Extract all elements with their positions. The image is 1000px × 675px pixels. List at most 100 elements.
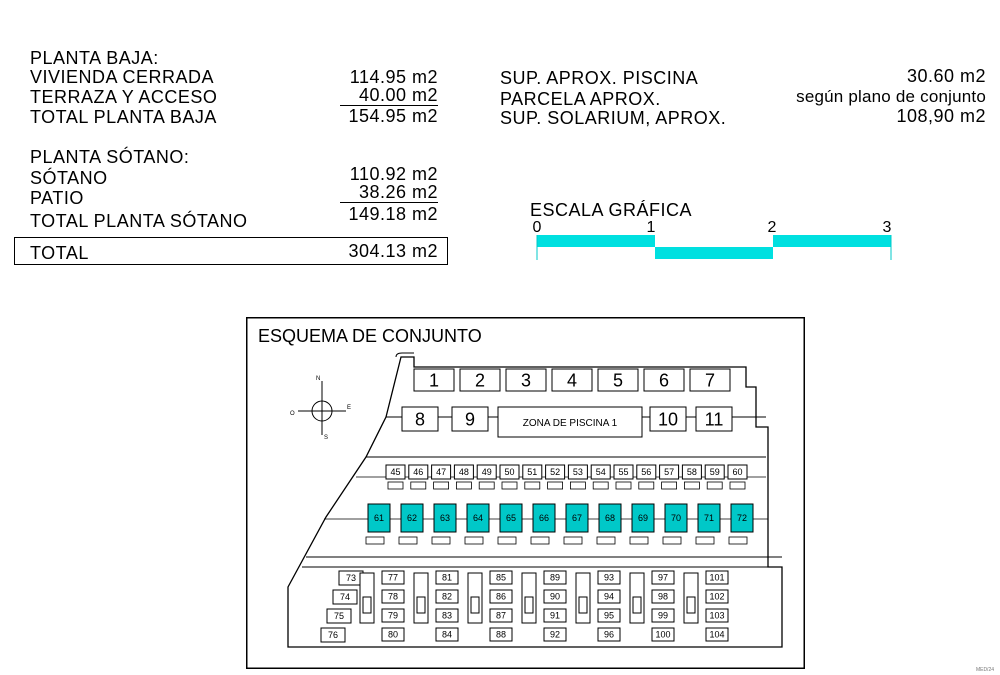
- lot-65: [499, 503, 523, 533]
- lot-49: [476, 464, 497, 480]
- lot-67: [565, 503, 589, 533]
- lot-45-annex: [387, 481, 404, 490]
- lot-58-num: 58: [687, 467, 697, 477]
- lot-96-num: 96: [604, 630, 614, 640]
- lot-92: [543, 627, 567, 642]
- lot-61-num: 61: [374, 513, 384, 523]
- lot-56: [636, 464, 657, 480]
- lot-94-num: 94: [604, 592, 614, 602]
- lot-87: [489, 608, 513, 623]
- scale-tick-3: 3: [883, 219, 892, 236]
- lot-72-num: 72: [737, 513, 747, 523]
- lot-71: [697, 503, 721, 533]
- lot-60: [727, 464, 748, 480]
- lot-6: [643, 368, 685, 392]
- site-entrance-curve: [395, 352, 414, 358]
- lot-81: [435, 570, 459, 585]
- lot-97: [651, 570, 675, 585]
- scale-segment-1: [537, 235, 655, 247]
- lot-84-num: 84: [442, 630, 452, 640]
- lot-1-num: 1: [429, 370, 439, 390]
- lot-80-num: 80: [388, 630, 398, 640]
- lot-57-annex: [661, 481, 678, 490]
- lot-48: [453, 464, 474, 480]
- lot-63: [433, 503, 457, 533]
- lot-62-num: 62: [407, 513, 417, 523]
- lot-46-annex: [410, 481, 427, 490]
- lot-56-num: 56: [641, 467, 651, 477]
- lot-45: [385, 464, 406, 480]
- lot-67-annex: [563, 536, 583, 545]
- lot-70-num: 70: [671, 513, 681, 523]
- lot-80: [381, 627, 405, 642]
- lot-46-num: 46: [413, 467, 423, 477]
- total-planta-sotano-label: TOTAL PLANTA SÓTANO: [30, 211, 248, 231]
- lot-72-annex: [728, 536, 748, 545]
- lot-55-annex: [615, 481, 632, 490]
- lot-69-annex: [629, 536, 649, 545]
- lot-98-num: 98: [658, 592, 668, 602]
- lot-81-num: 81: [442, 573, 452, 583]
- lot-75: [326, 608, 352, 624]
- lot-55-num: 55: [618, 467, 628, 477]
- lot-54-num: 54: [596, 467, 606, 477]
- lot-67-num: 67: [572, 513, 582, 523]
- lot-71-num: 71: [704, 513, 714, 523]
- lot-90-num: 90: [550, 592, 560, 602]
- garage-door-3: [524, 596, 534, 614]
- compass-icon: N E S O: [290, 376, 351, 441]
- scale-tick-1: 1: [647, 219, 656, 236]
- lot-100: [651, 627, 675, 642]
- total-planta-baja-label: TOTAL PLANTA BAJA: [30, 107, 217, 127]
- parcela-label: PARCELA APROX.: [500, 89, 661, 109]
- lot-102-num: 102: [709, 592, 724, 602]
- lot-3: [505, 368, 547, 392]
- lot-10-num: 10: [658, 409, 678, 429]
- lot-1: [413, 368, 455, 392]
- vivienda-cerrada-label: VIVIENDA CERRADA: [30, 67, 215, 87]
- lot-95: [597, 608, 621, 623]
- lot-61: [367, 503, 391, 533]
- total-box: [14, 237, 448, 265]
- garage-door-5: [632, 596, 642, 614]
- lot-97-num: 97: [658, 573, 668, 583]
- footnote: MED/24: [975, 667, 994, 673]
- sotano-label: SÓTANO: [30, 168, 108, 188]
- lot-53: [567, 464, 588, 480]
- lot-82: [435, 589, 459, 604]
- lot-50: [499, 464, 520, 480]
- lot-88-num: 88: [496, 630, 506, 640]
- lot-59-annex: [706, 481, 723, 490]
- lot-52-annex: [547, 481, 564, 490]
- lot-6-num: 6: [659, 370, 669, 390]
- lot-90: [543, 589, 567, 604]
- scale-segment-2: [655, 247, 773, 259]
- lot-8: [401, 406, 439, 432]
- lot-56-annex: [638, 481, 655, 490]
- lot-62-annex: [398, 536, 418, 545]
- lot-64: [466, 503, 490, 533]
- escala-grafica: ESCALA GRÁFICA 0 1 2 3: [530, 200, 892, 260]
- lot-93-num: 93: [604, 573, 614, 583]
- lot-69: [631, 503, 655, 533]
- lot-83: [435, 608, 459, 623]
- lot-51-num: 51: [527, 467, 537, 477]
- lot-65-annex: [497, 536, 517, 545]
- lot-60-annex: [729, 481, 746, 490]
- lot-100-num: 100: [655, 630, 670, 640]
- lot-79-num: 79: [388, 611, 398, 621]
- plan-title: ESQUEMA DE CONJUNTO: [258, 326, 482, 346]
- lot-77: [381, 570, 405, 585]
- sup-piscina-value: 30.60 m2: [906, 66, 986, 86]
- lot-88: [489, 627, 513, 642]
- sotano-value: 110.92 m2: [349, 164, 438, 184]
- total-value: 304.13 m2: [348, 241, 438, 261]
- lot-5: [597, 368, 639, 392]
- lot-101-num: 101: [709, 573, 724, 583]
- lot-53-num: 53: [573, 467, 583, 477]
- lot-65-num: 65: [506, 513, 516, 523]
- lot-54-annex: [592, 481, 609, 490]
- lot-47-num: 47: [436, 467, 446, 477]
- lot-84: [435, 627, 459, 642]
- lot-78: [381, 589, 405, 604]
